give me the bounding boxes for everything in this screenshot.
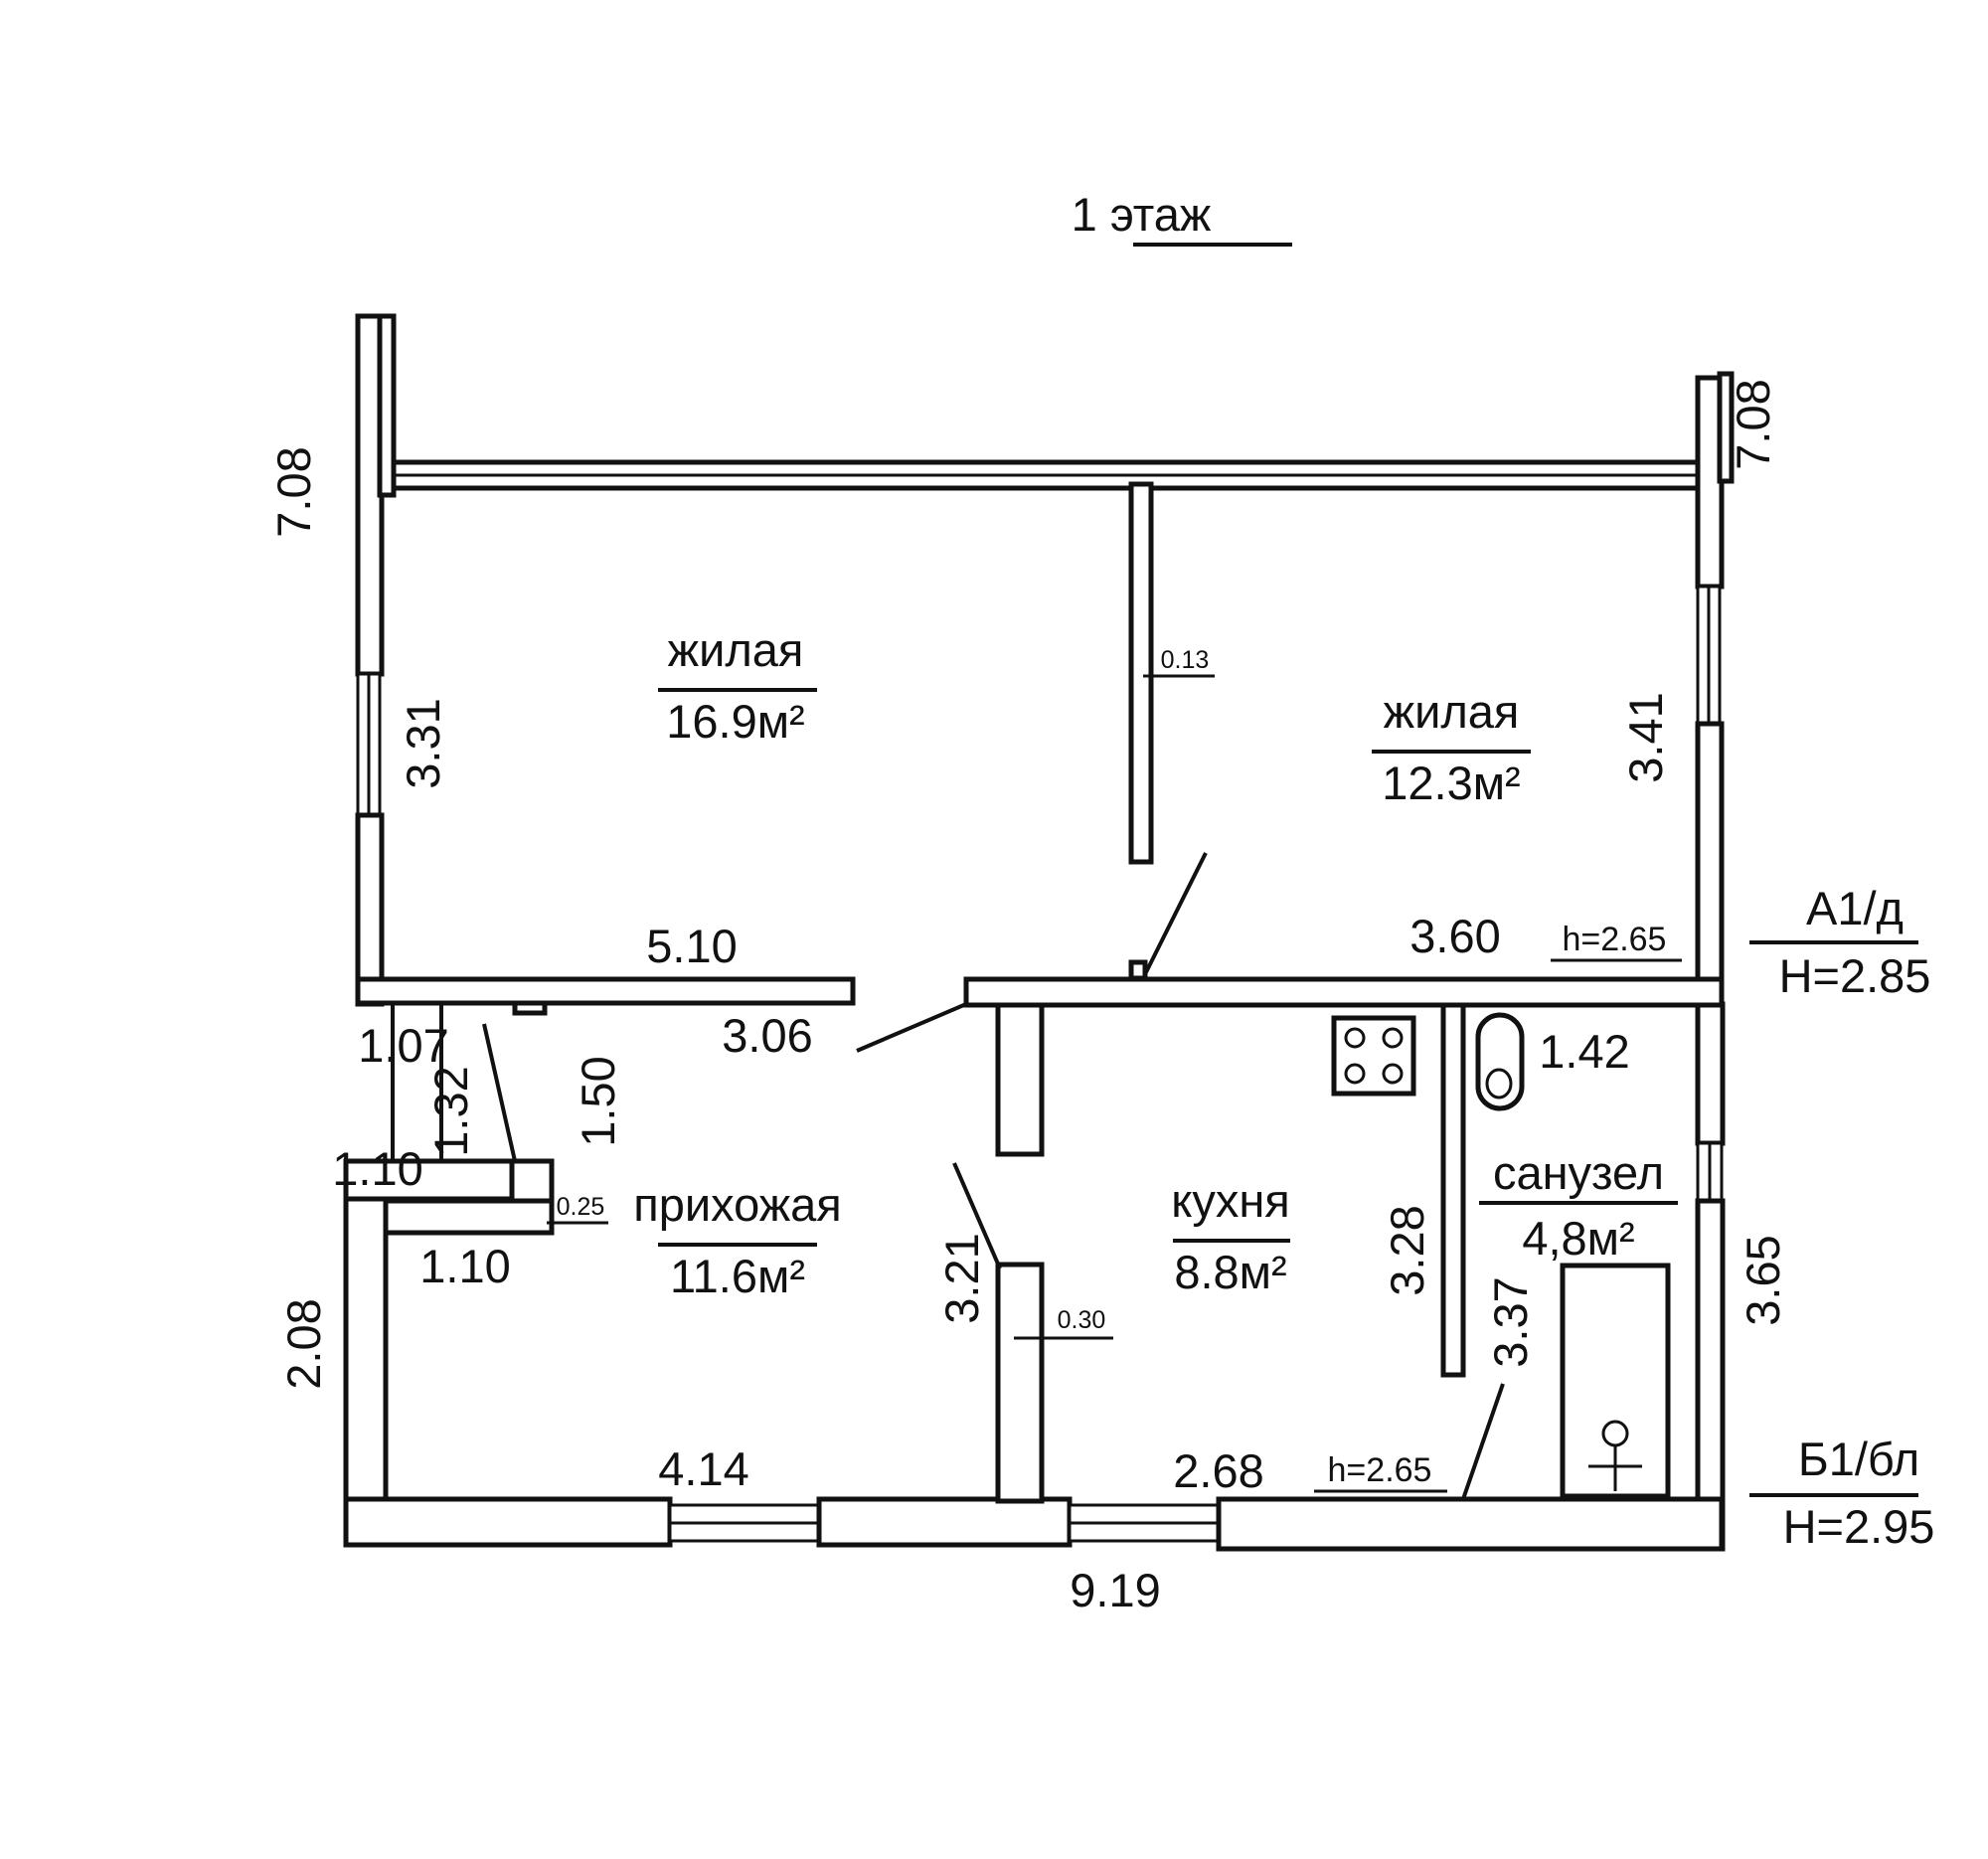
annotation-a1-code: А1/д (1806, 882, 1904, 934)
dim-living1-height: 3.31 (397, 698, 449, 788)
bathroom-door (1461, 1383, 1505, 1500)
living2-area: 12.3м² (1382, 757, 1520, 809)
dim-partition-living: 0.13 (1161, 646, 1210, 674)
living2-name: жилая (1384, 685, 1520, 738)
hall-kitchen-partition (995, 1262, 1045, 1504)
dim-right-outer: 7.08 (1727, 379, 1779, 469)
dim-hall-height-left: 2.08 (277, 1298, 330, 1389)
dim-vest-1-10-top: 1.10 (332, 1142, 422, 1195)
dim-vest-1-32: 1.32 (424, 1066, 477, 1156)
dim-hall-kitchen-height: 3.21 (935, 1233, 988, 1323)
bathtub-icon (1560, 1263, 1671, 1499)
hall-door (856, 1002, 967, 1053)
annotation-a1-height: Н=2.85 (1779, 949, 1931, 1002)
hall-kitchen-stub (995, 1002, 1045, 1157)
left-pilaster (377, 313, 397, 498)
annotation-b1-height: Н=2.95 (1783, 1500, 1935, 1553)
right-outer-wall (1695, 375, 1726, 1552)
dim-bathroom-length: 3.37 (1484, 1276, 1537, 1367)
toilet-icon (1475, 1012, 1525, 1111)
dim-vest-1-07: 1.07 (358, 1019, 448, 1072)
door-stop (1128, 959, 1148, 981)
kitchen-area: 8.8м² (1174, 1246, 1286, 1298)
right-pilaster (1717, 371, 1735, 484)
dim-partition-kitchen: 0.30 (1058, 1306, 1106, 1334)
top-window-wall (377, 459, 1705, 491)
bottom-wall (343, 1496, 1725, 1552)
floor-title: 1 этаж (1072, 188, 1212, 241)
living-ceiling-height: h=2.65 (1563, 921, 1667, 958)
hall-area: 11.6м² (670, 1250, 805, 1302)
middle-wall-right (963, 976, 1725, 1008)
dim-wall-0-25: 0.25 (557, 1193, 605, 1221)
annotation-b1-code: Б1/бл (1798, 1433, 1919, 1485)
living1-area: 16.9м² (666, 695, 804, 748)
middle-wall-left (355, 976, 856, 1006)
kitchen-ceiling-height: h=2.65 (1328, 1451, 1432, 1489)
kitchen-door (952, 1162, 1002, 1269)
living-partition (1128, 481, 1154, 865)
dim-living1-width: 5.10 (646, 920, 737, 972)
bathroom-area: 4,8м² (1522, 1212, 1634, 1265)
bathroom-name: санузел (1493, 1146, 1664, 1199)
stove-icon (1331, 1015, 1416, 1097)
dim-kitchen-width: 2.68 (1173, 1444, 1263, 1497)
dim-living2-width: 3.60 (1409, 910, 1500, 962)
dim-wall-1-50: 1.50 (572, 1056, 624, 1146)
dim-hall-width: 4.14 (658, 1442, 748, 1495)
dim-total-width: 9.19 (1070, 1564, 1160, 1616)
vestibule (391, 1000, 548, 1162)
dim-living2-height: 3.41 (1619, 692, 1672, 782)
living2-door (1144, 852, 1208, 973)
hall-outer-walls (343, 1158, 555, 1548)
kitchen-name: кухня (1171, 1174, 1290, 1227)
living1-name: жилая (668, 623, 804, 676)
dim-kitchen-height: 3.28 (1381, 1205, 1433, 1295)
dim-vest-1-10-bottom: 1.10 (419, 1240, 510, 1292)
dim-hall-opening: 3.06 (722, 1009, 812, 1062)
dim-right-lower: 3.65 (1737, 1235, 1789, 1325)
hall-name: прихожая (633, 1178, 841, 1231)
dim-left-outer: 7.08 (267, 446, 320, 537)
dim-wc-width: 1.42 (1539, 1025, 1629, 1078)
kitchen-bath-partition (1440, 1002, 1466, 1378)
